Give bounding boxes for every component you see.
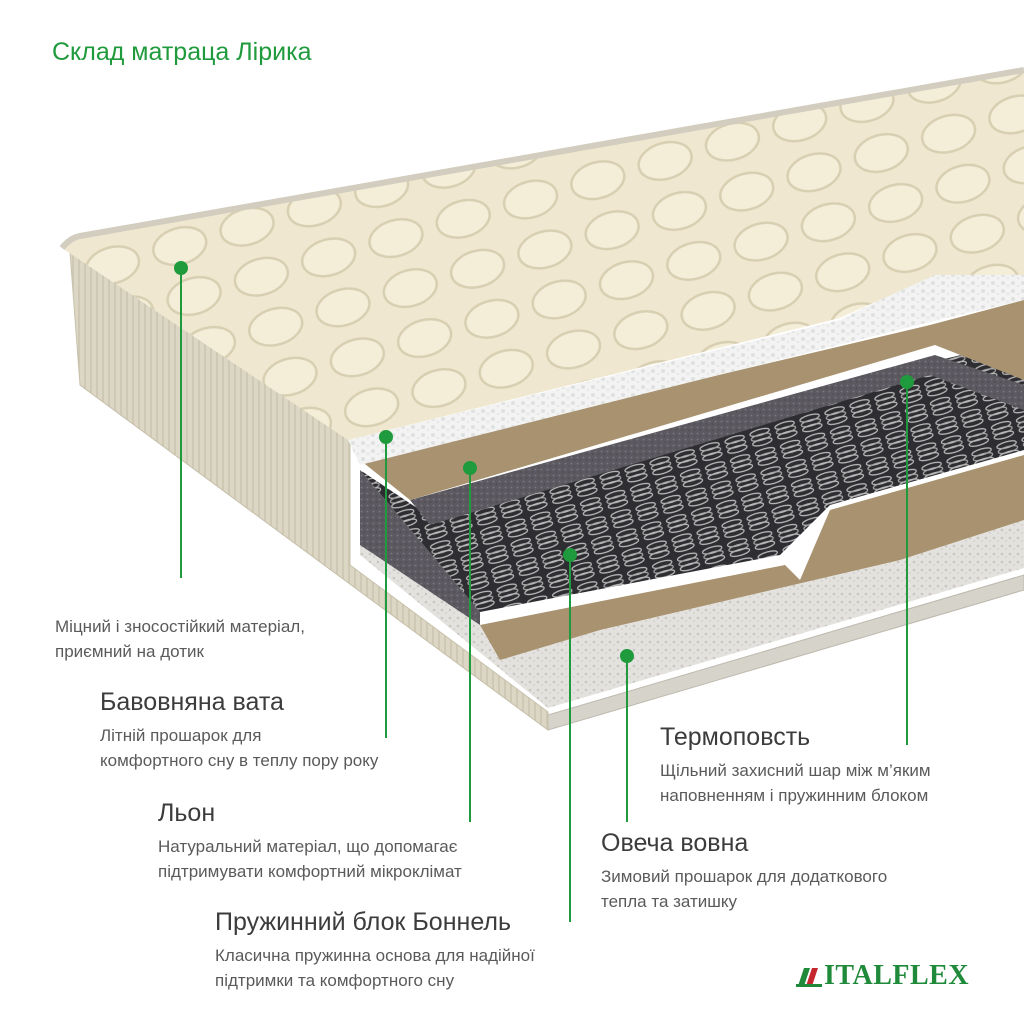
felt-layer-upper [410, 355, 1024, 525]
cover-desc-line-1: Міцний і зносостійкий матеріал, [55, 617, 305, 636]
italflex-logo: ITALFLEX [796, 960, 969, 992]
felt-layer-lower [360, 470, 480, 625]
linen-top-layer [360, 300, 1024, 500]
spring-block-desc-line-2: підтримки та комфортного сну [215, 971, 455, 990]
leader-dot-felt [900, 375, 914, 389]
linen-desc-line-2: підтримувати комфортний мікроклімат [158, 862, 462, 881]
top-edge-piping [59, 67, 1024, 250]
cotton-heading: Бавовняна вата [100, 688, 284, 716]
felt-desc-line-1: Щільний захисний шар між м’яким [660, 761, 931, 780]
leader-dot-cover [174, 261, 188, 275]
leader-dot-wool [620, 649, 634, 663]
spring-block-heading: Пружинний блок Боннель [215, 908, 512, 936]
wool-desc-line-2: тепла та затишку [601, 892, 738, 911]
cotton-label: Бавовняна вата Літній прошарок для комфо… [100, 688, 378, 773]
spring-block [360, 340, 1024, 612]
leader-dot-cotton [379, 430, 393, 444]
wool-label: Овеча вовна Зимовий прошарок для додатко… [601, 829, 887, 914]
cotton-layer [348, 275, 1024, 465]
italflex-logo-mark-icon [796, 968, 822, 987]
italflex-logo-text: ITALFLEX [824, 960, 970, 991]
cover-desc-line-2: приємний на дотик [55, 642, 204, 661]
cover-label: Міцний і зносостійкий матеріал, приємний… [55, 614, 305, 664]
page-title: Склад матраца Лірика [52, 38, 312, 66]
linen-heading: Льон [158, 799, 216, 827]
cotton-desc-line-1: Літній прошарок для [100, 726, 262, 745]
wool-heading: Овеча вовна [601, 829, 749, 857]
linen-desc-line-1: Натуральний матеріал, що допомагає [158, 837, 458, 856]
linen-label: Льон Натуральний матеріал, що допомагає … [158, 799, 462, 884]
leader-dot-linen [463, 461, 477, 475]
felt-heading: Термоповсть [660, 723, 811, 751]
leader-dot-spring [563, 548, 577, 562]
wool-layer [360, 520, 1024, 708]
cotton-desc-line-2: комфортного сну в теплу пору року [100, 751, 379, 770]
spring-block-label: Пружинний блок Боннель Класична пружинна… [215, 908, 535, 993]
felt-desc-line-2: наповненням і пружинним блоком [660, 786, 929, 805]
felt-label: Термоповсть Щільний захисний шар між м’я… [660, 723, 931, 808]
quilted-top-cover [62, 70, 1024, 440]
wool-desc-line-1: Зимовий прошарок для додаткового [601, 867, 888, 886]
spring-block-desc-line-1: Класична пружинна основа для надійної [215, 946, 535, 965]
linen-bottom-layer [480, 455, 1024, 660]
